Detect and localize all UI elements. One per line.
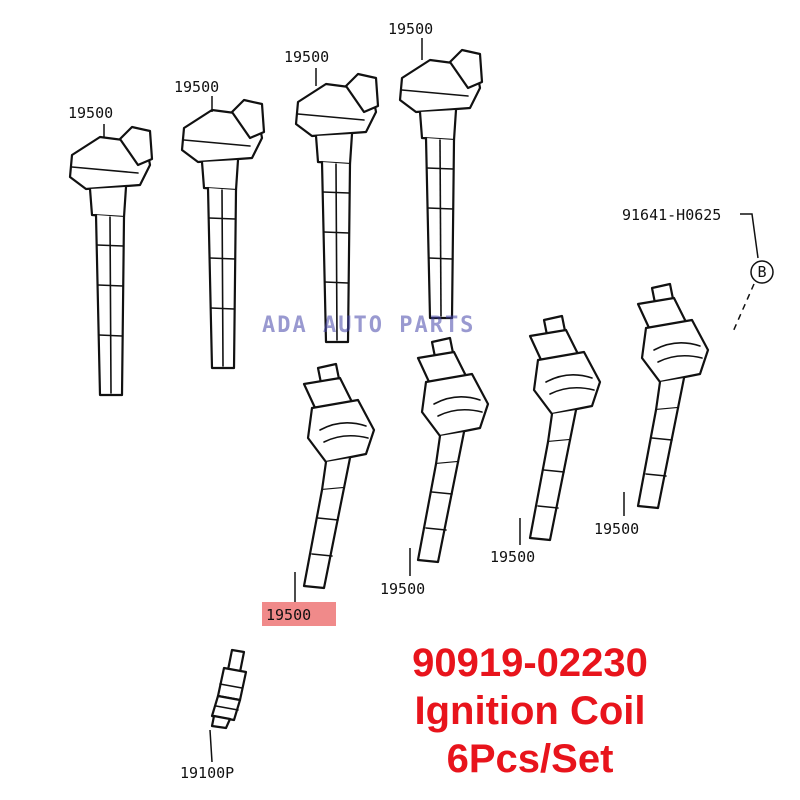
callout-spark-plug: 19100P (180, 764, 234, 782)
ignition-coil-lower-3 (528, 314, 602, 542)
caption-product-name: Ignition Coil (414, 689, 646, 733)
ignition-coil-lower-2 (416, 336, 490, 564)
callout-bolt: 91641-H0625 (622, 206, 721, 224)
callout-coil-lower-3: 19500 (490, 548, 535, 566)
spark-plug (210, 648, 248, 730)
caption-quantity: 6Pcs/Set (446, 737, 614, 781)
callout-coil-upper-1: 19500 (68, 104, 113, 122)
callout-coil-upper-2: 19500 (174, 78, 219, 96)
ignition-coil-upper-3 (294, 72, 380, 344)
reference-mark: B (757, 263, 766, 281)
callout-coil-upper-3: 19500 (284, 48, 329, 66)
callout-coil-lower-4: 19500 (594, 520, 639, 538)
reference-circle (750, 260, 774, 284)
callout-coil-lower-1: 19500 (266, 606, 311, 624)
ignition-coil-lower-1 (302, 362, 376, 590)
callout-highlight (262, 602, 336, 626)
leader-lines (103, 38, 759, 763)
caption-part-number: 90919-02230 (412, 641, 648, 685)
ignition-coil-upper-2 (180, 98, 266, 370)
watermark: ADA AUTO PARTS (262, 313, 475, 338)
callout-coil-upper-4: 19500 (388, 20, 433, 38)
ignition-coil-lower-4 (636, 282, 710, 510)
ignition-coil-upper-1 (68, 125, 154, 397)
callout-coil-lower-2: 19500 (380, 580, 425, 598)
ignition-coil-upper-4 (398, 48, 484, 320)
